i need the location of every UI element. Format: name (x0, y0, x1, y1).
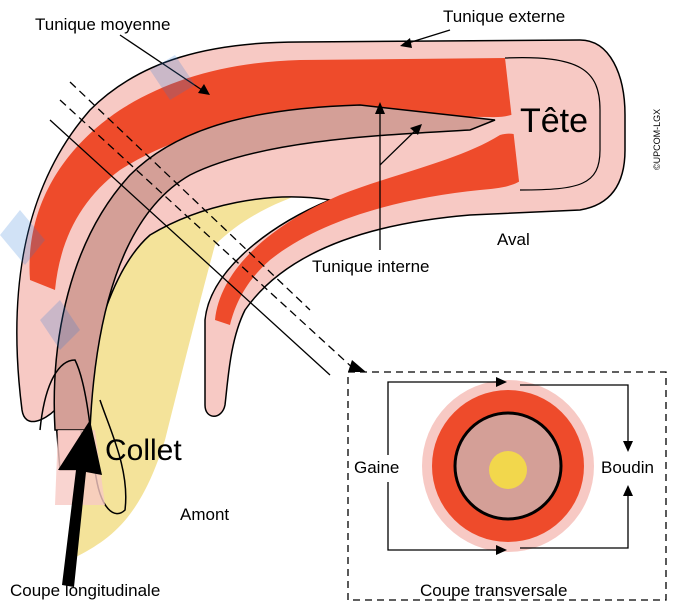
label-boudin: Boudin (601, 458, 654, 477)
copyright-text: ©UPCOM-LGX (652, 109, 662, 170)
label-gaine: Gaine (354, 458, 399, 477)
label-collet: Collet (105, 434, 182, 467)
label-amont: Amont (180, 505, 229, 524)
cut-arrowhead (348, 360, 366, 372)
label-coupe-transversale: Coupe transversale (420, 581, 567, 600)
label-tunique-moyenne: Tunique moyenne (35, 15, 170, 34)
label-coupe-longitudinale: Coupe longitudinale (10, 581, 160, 600)
label-tunique-interne: Tunique interne (312, 257, 430, 276)
label-tete: Tête (520, 102, 588, 140)
section-core (489, 451, 527, 489)
label-tunique-externe: Tunique externe (443, 7, 565, 26)
label-aval: Aval (497, 230, 530, 249)
